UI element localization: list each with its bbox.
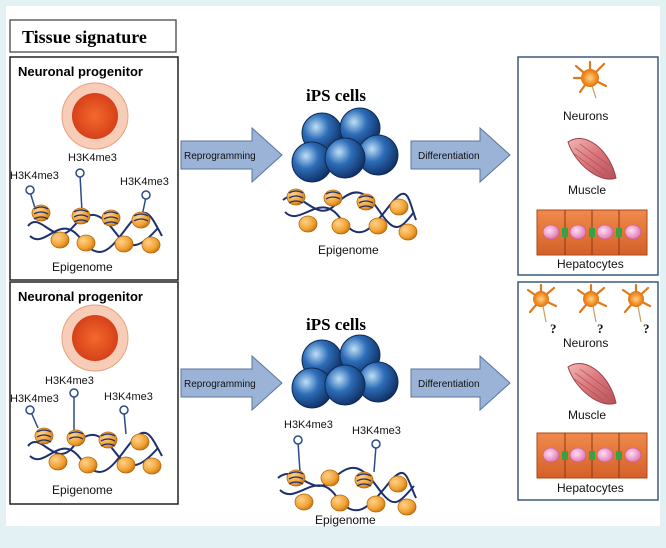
output-label-neurons-1: Neurons <box>563 109 608 123</box>
h3k4me3-label: H3K4me3 <box>45 375 94 387</box>
differentiation-label-1: Differentiation <box>418 151 480 162</box>
h3k4me3-label: H3K4me3 <box>120 176 169 188</box>
ips-cell-cluster-2 <box>291 334 399 409</box>
title-box <box>9 19 177 53</box>
h3k4me3-label: H3K4me3 <box>104 391 153 403</box>
histone-mark-pins-ips-2 <box>293 435 381 473</box>
neuron-cell-2b <box>576 283 608 323</box>
chromatin-ips-1 <box>282 188 418 241</box>
output-label-muscle-1: Muscle <box>568 183 606 197</box>
chromatin-source-2 <box>27 427 163 475</box>
chromatin-ips-2 <box>277 466 417 516</box>
differentiation-arrow-2 <box>410 354 511 412</box>
neuron-cell-2a <box>526 283 558 323</box>
muscle-cell-1 <box>567 137 617 180</box>
source-label-2: Neuronal progenitor <box>18 289 143 304</box>
neuron-cell-2c <box>621 283 652 323</box>
h3k4me3-label: H3K4me3 <box>68 152 117 164</box>
histone-mark-pins-2 <box>25 388 129 435</box>
output-label-hepatocytes-1: Hepatocytes <box>557 257 624 271</box>
muscle-cell-2 <box>567 362 617 405</box>
differentiation-label-2: Differentiation <box>418 379 480 390</box>
h3k4me3-label: H3K4me3 <box>352 425 401 437</box>
epigenome-label-source-2: Epigenome <box>52 483 113 497</box>
ips-label-2: iPS cells <box>306 315 366 334</box>
reprogramming-arrow-2 <box>180 354 283 412</box>
differentiation-arrow-1 <box>410 126 511 184</box>
output-label-muscle-2: Muscle <box>568 408 606 422</box>
question-mark: ? <box>550 321 557 336</box>
reprogramming-arrow-1 <box>180 126 283 184</box>
ips-cell-cluster-1 <box>291 107 399 183</box>
hepatocyte-row-1 <box>536 209 648 256</box>
epigenome-label-source-1: Epigenome <box>52 260 113 274</box>
h3k4me3-label: H3K4me3 <box>284 419 333 431</box>
chromatin-source-1 <box>27 204 163 254</box>
epigenome-label-ips-2: Epigenome <box>315 513 376 527</box>
epigenome-label-ips-1: Epigenome <box>318 243 379 257</box>
ips-label-1: iPS cells <box>306 86 366 105</box>
h3k4me3-label: H3K4me3 <box>10 170 59 182</box>
reprogramming-label-2: Reprogramming <box>184 379 256 390</box>
output-label-neurons-2: Neurons <box>563 336 608 350</box>
source-label-1: Neuronal progenitor <box>18 64 143 79</box>
histone-mark-pins-1 <box>25 168 151 217</box>
question-mark: ? <box>597 321 604 336</box>
output-label-hepatocytes-2: Hepatocytes <box>557 481 624 495</box>
neuronal-progenitor-cell-2 <box>61 304 129 372</box>
h3k4me3-label: H3K4me3 <box>10 393 59 405</box>
neuron-cell-1 <box>572 60 608 99</box>
figure-title: Tissue signature <box>22 27 147 47</box>
question-mark: ? <box>643 321 650 336</box>
reprogramming-label-1: Reprogramming <box>184 151 256 162</box>
hepatocyte-row-2 <box>536 432 648 479</box>
neuronal-progenitor-cell-1 <box>61 82 129 150</box>
